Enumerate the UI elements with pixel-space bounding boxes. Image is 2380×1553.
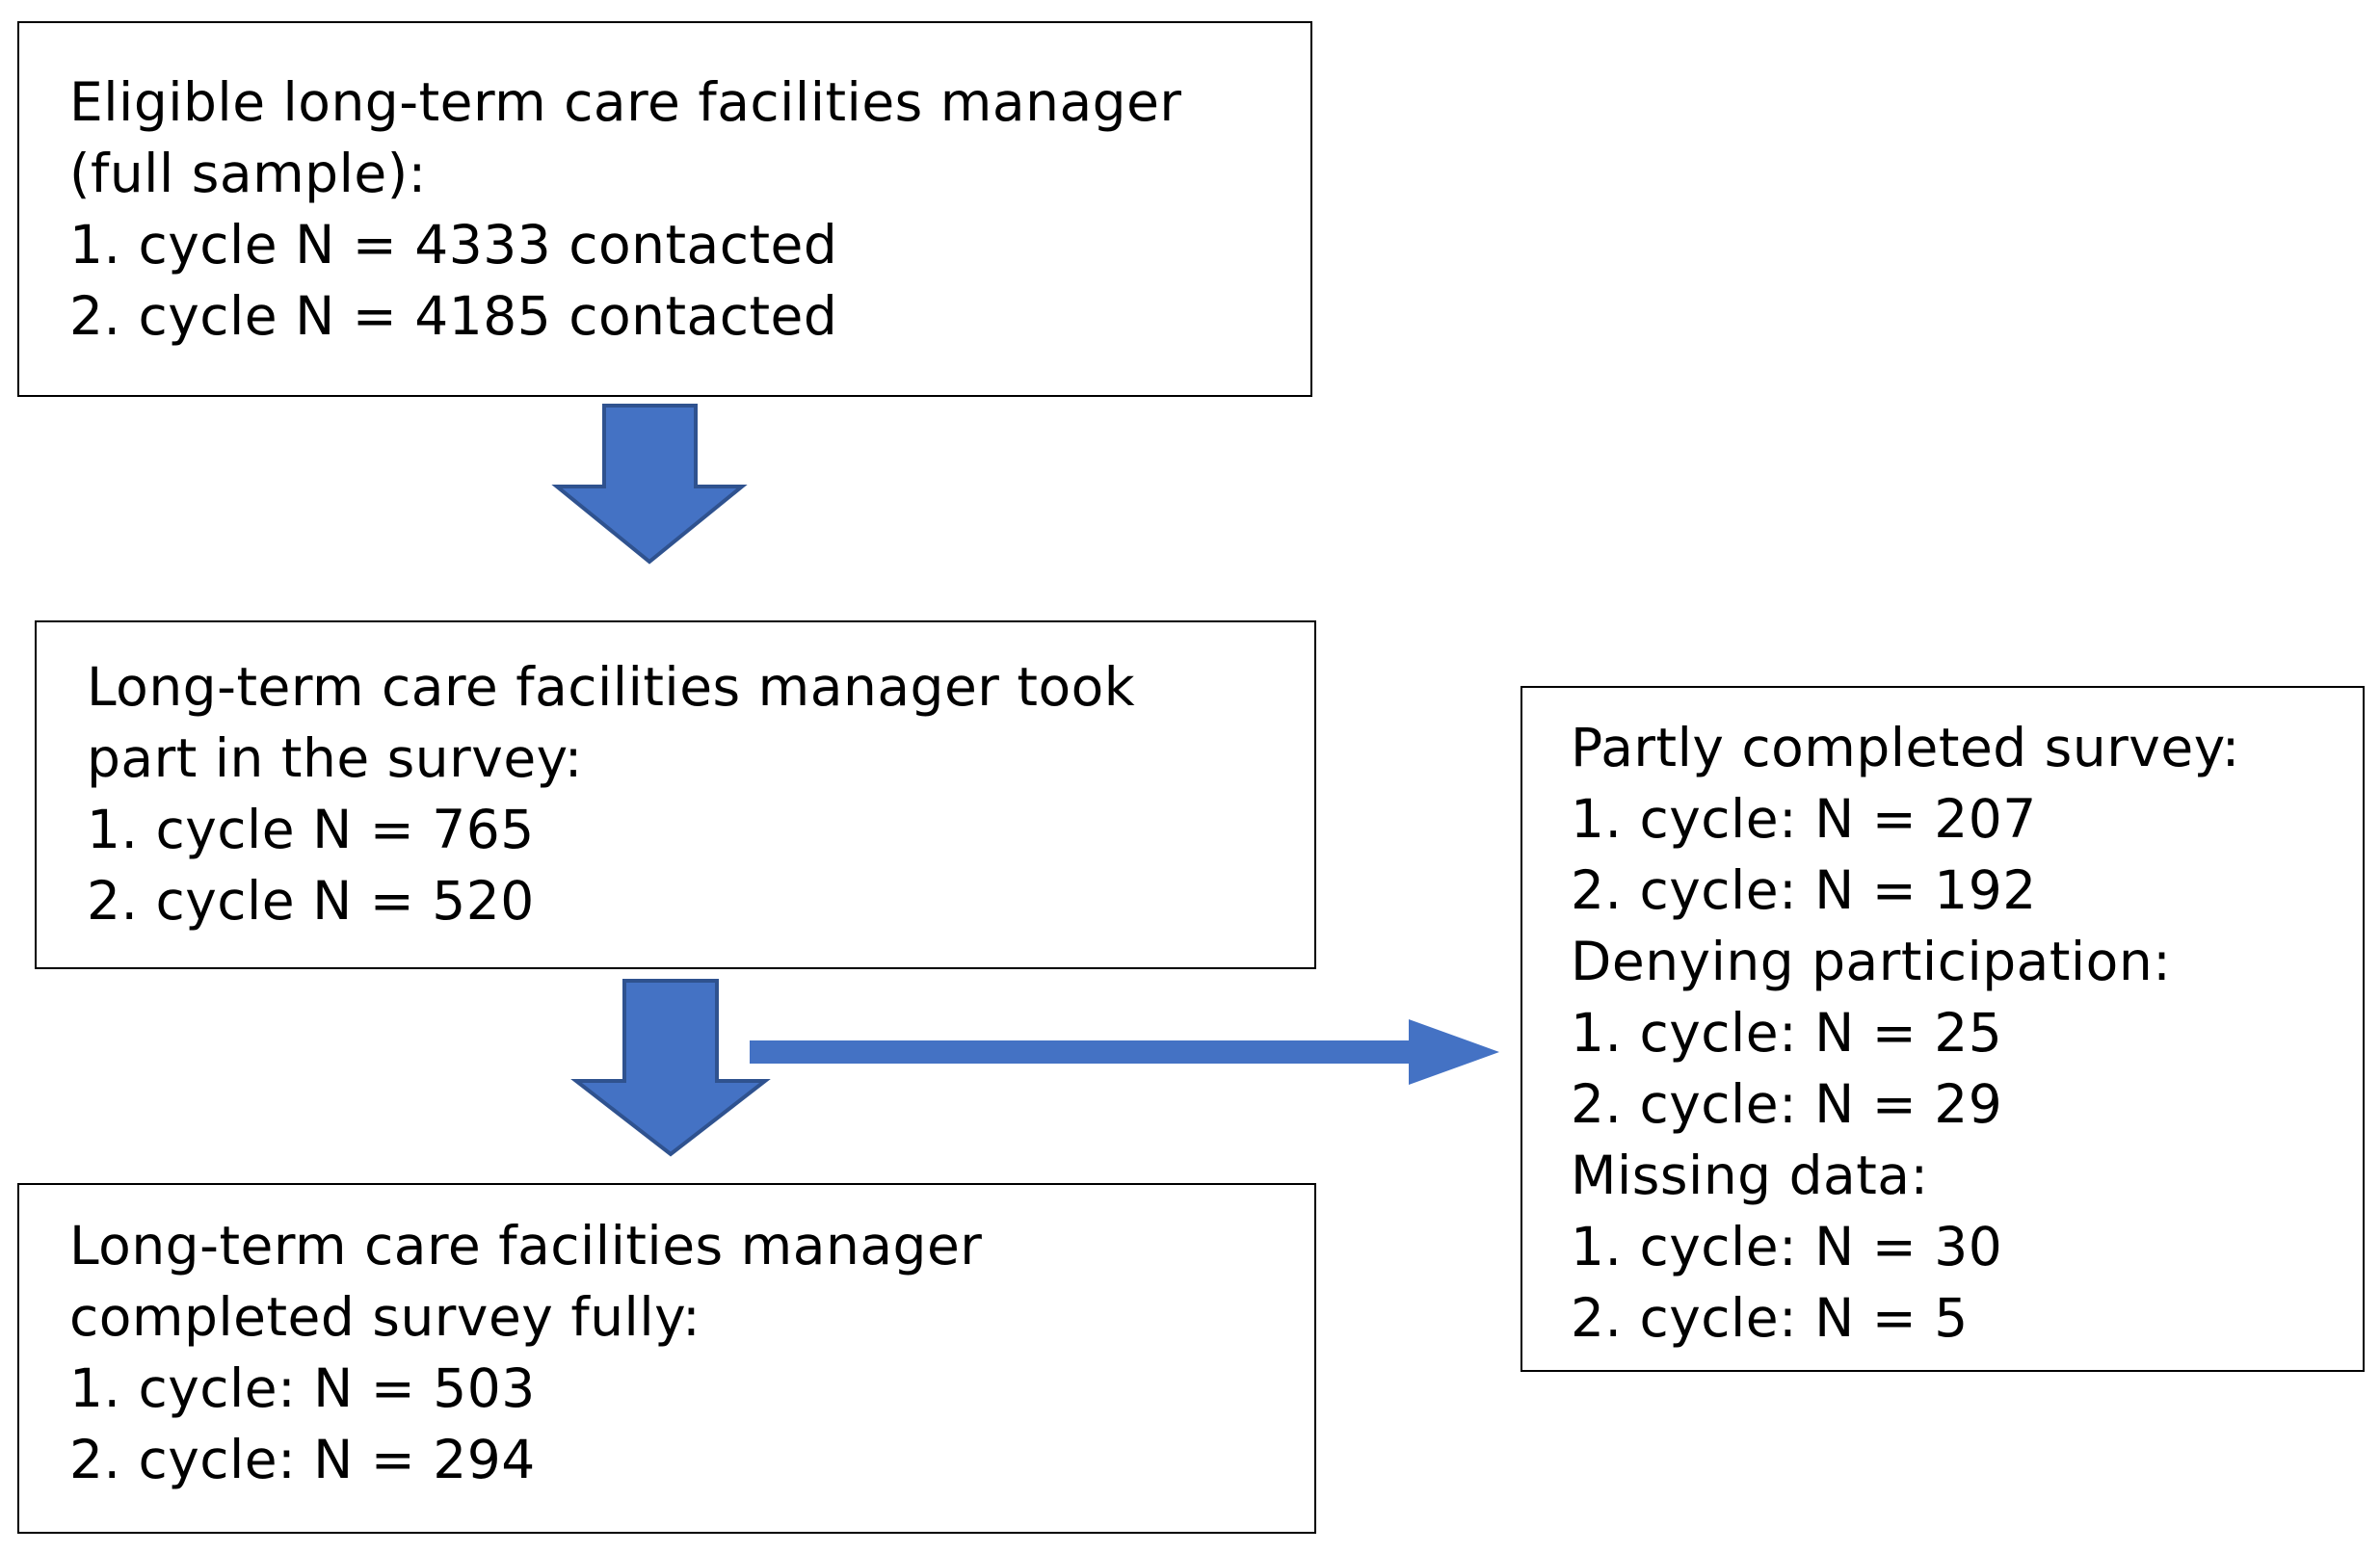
- box-line: completed survey fully:: [69, 1286, 701, 1348]
- box-line: Denying participation:: [1571, 931, 2172, 992]
- box-line: 1. cycle: N = 25: [1571, 1002, 2003, 1064]
- box-line: Long-term care facilities manager took: [87, 656, 1136, 718]
- box-line: 1. cycle N = 4333 contacted: [69, 214, 838, 276]
- excluded-box: Partly completed survey: 1. cycle: N = 2…: [1521, 686, 2365, 1372]
- box-line: (full sample):: [69, 143, 427, 204]
- box-line: Eligible long-term care facilities manag…: [69, 71, 1182, 133]
- box-line: 2. cycle: N = 192: [1571, 859, 2037, 921]
- box-line: Partly completed survey:: [1571, 717, 2240, 778]
- box-line: 2. cycle: N = 29: [1571, 1073, 2003, 1135]
- box-line: 1. cycle: N = 503: [69, 1357, 536, 1419]
- box-line: part in the survey:: [87, 727, 583, 789]
- took-part-box: Long-term care facilities manager took p…: [35, 620, 1316, 969]
- box-line: 1. cycle: N = 30: [1571, 1216, 2003, 1277]
- box-line: Long-term care facilities manager: [69, 1215, 983, 1277]
- box-line: 2. cycle N = 520: [87, 870, 535, 932]
- box-line: 2. cycle: N = 294: [69, 1429, 536, 1490]
- down-arrow-icon: [551, 404, 748, 565]
- box-line: 1. cycle: N = 207: [1571, 788, 2037, 850]
- completed-fully-box: Long-term care facilities manager comple…: [17, 1183, 1316, 1534]
- right-arrow-icon: [750, 1019, 1499, 1085]
- box-line: 2. cycle: N = 5: [1571, 1287, 1969, 1349]
- box-line: 1. cycle N = 765: [87, 799, 535, 860]
- box-line: 2. cycle N = 4185 contacted: [69, 285, 838, 347]
- eligible-sample-box: Eligible long-term care facilities manag…: [17, 21, 1312, 397]
- down-arrow-icon: [570, 979, 771, 1157]
- box-line: Missing data:: [1571, 1145, 1929, 1206]
